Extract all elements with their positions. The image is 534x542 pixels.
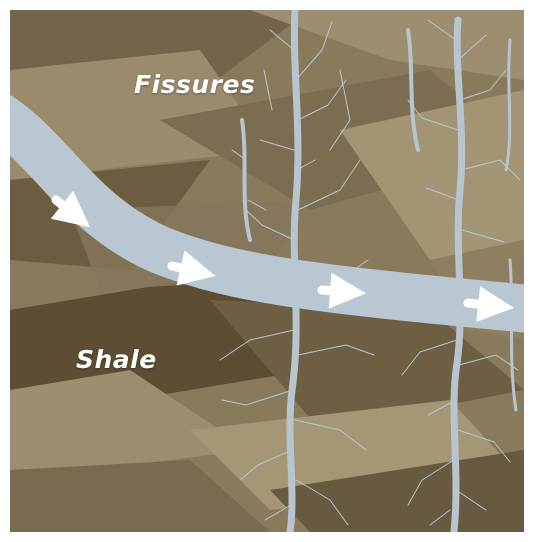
diagram-canvas (10, 10, 524, 532)
shale-label: Shale (76, 345, 157, 374)
fissures-label: Fissures (134, 70, 255, 99)
shale-fracturing-diagram: Fissures Shale (10, 10, 524, 532)
